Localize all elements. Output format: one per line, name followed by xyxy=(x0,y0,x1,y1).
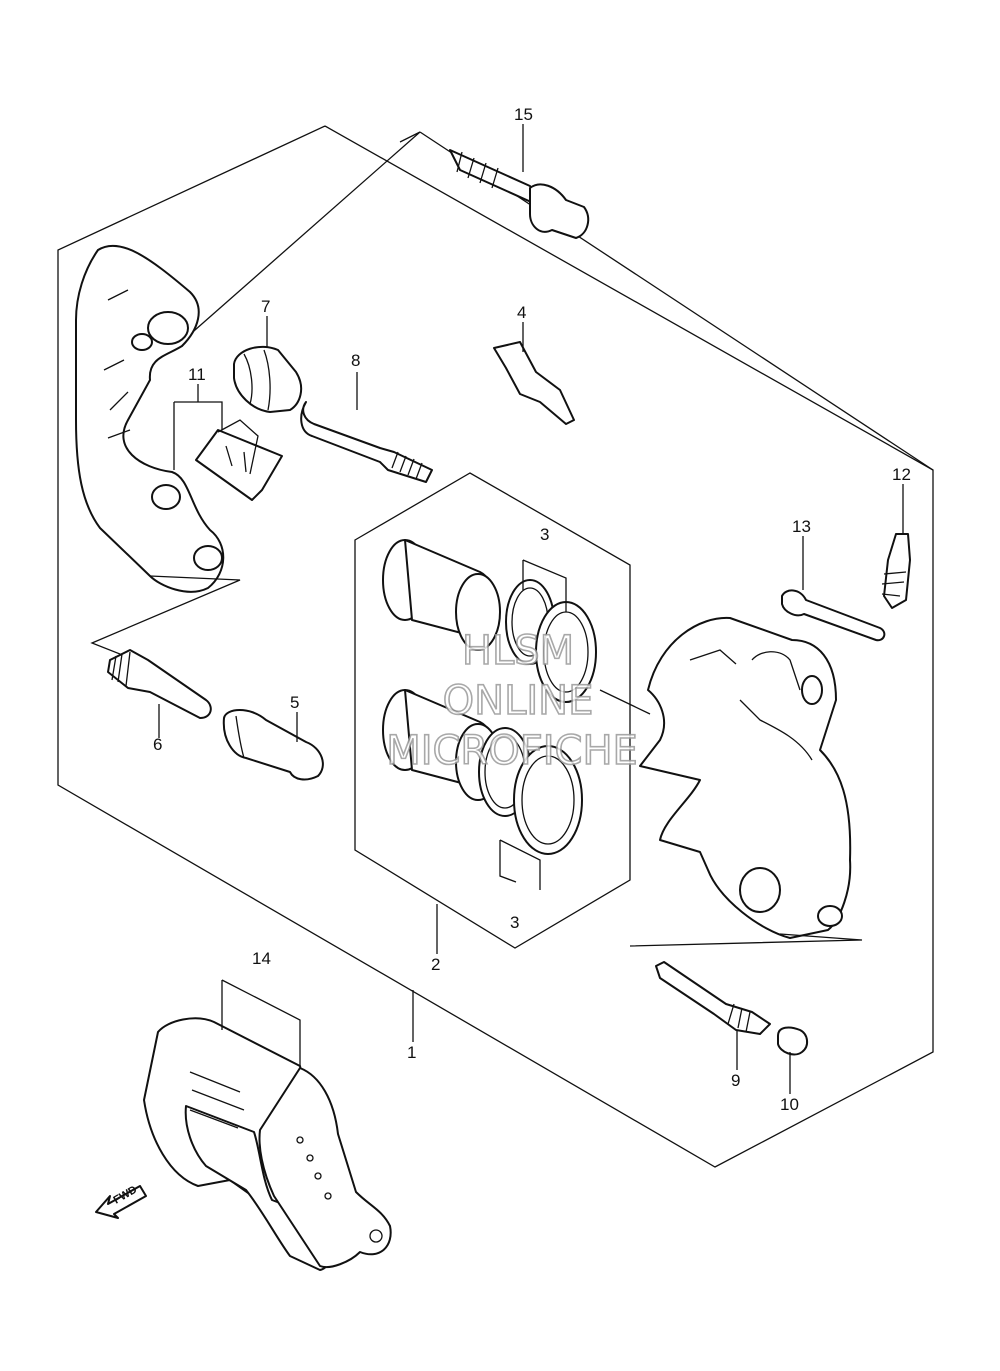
caliper-body xyxy=(599,616,863,947)
pad-retainer-4 xyxy=(493,341,575,425)
callout-13: 13 xyxy=(792,517,811,536)
callout-4: 4 xyxy=(517,303,526,322)
piston-bottom xyxy=(382,689,583,855)
pad-spring-11 xyxy=(173,401,283,501)
watermark: HLSM ONLINE MICROFICHE xyxy=(385,627,638,775)
callout-3-top: 3 xyxy=(540,525,549,544)
plug-10 xyxy=(777,1026,808,1056)
watermark-line3: MICROFICHE xyxy=(386,728,638,774)
piston-top xyxy=(382,539,597,703)
leader-lines xyxy=(158,124,904,1094)
slide-pin-9 xyxy=(655,961,771,1035)
boot-7 xyxy=(233,345,303,413)
callout-9: 9 xyxy=(731,1071,740,1090)
callout-7: 7 xyxy=(261,297,270,316)
slide-pin-8 xyxy=(300,401,433,483)
bolt-15 xyxy=(169,131,590,353)
callout-12: 12 xyxy=(892,465,911,484)
callout-labels: 15 7 8 4 11 3 12 13 5 6 3 2 14 1 9 10 xyxy=(153,105,911,1114)
callout-11: 11 xyxy=(188,365,206,384)
watermark-line1: HLSM xyxy=(462,628,574,674)
seal-leaders xyxy=(499,559,567,890)
callout-15: 15 xyxy=(514,105,533,124)
piston-group-outline xyxy=(354,472,631,949)
callout-8: 8 xyxy=(351,351,360,370)
callout-14: 14 xyxy=(252,949,271,968)
callout-10: 10 xyxy=(780,1095,799,1114)
callout-2: 2 xyxy=(431,955,440,974)
brake-pads-14 xyxy=(143,979,392,1271)
bleeder-cap-13 xyxy=(781,589,886,642)
watermark-line2: ONLINE xyxy=(443,678,594,724)
callout-3-bottom: 3 xyxy=(510,913,519,932)
slide-pin-6 xyxy=(107,649,212,719)
callout-1: 1 xyxy=(407,1043,416,1062)
bleeder-screw-12 xyxy=(881,533,911,609)
callout-5: 5 xyxy=(290,693,299,712)
boot-5 xyxy=(222,709,324,781)
caliper-bracket xyxy=(75,244,241,659)
fwd-arrow-icon: FWD xyxy=(95,1184,147,1219)
callout-6: 6 xyxy=(153,735,162,754)
